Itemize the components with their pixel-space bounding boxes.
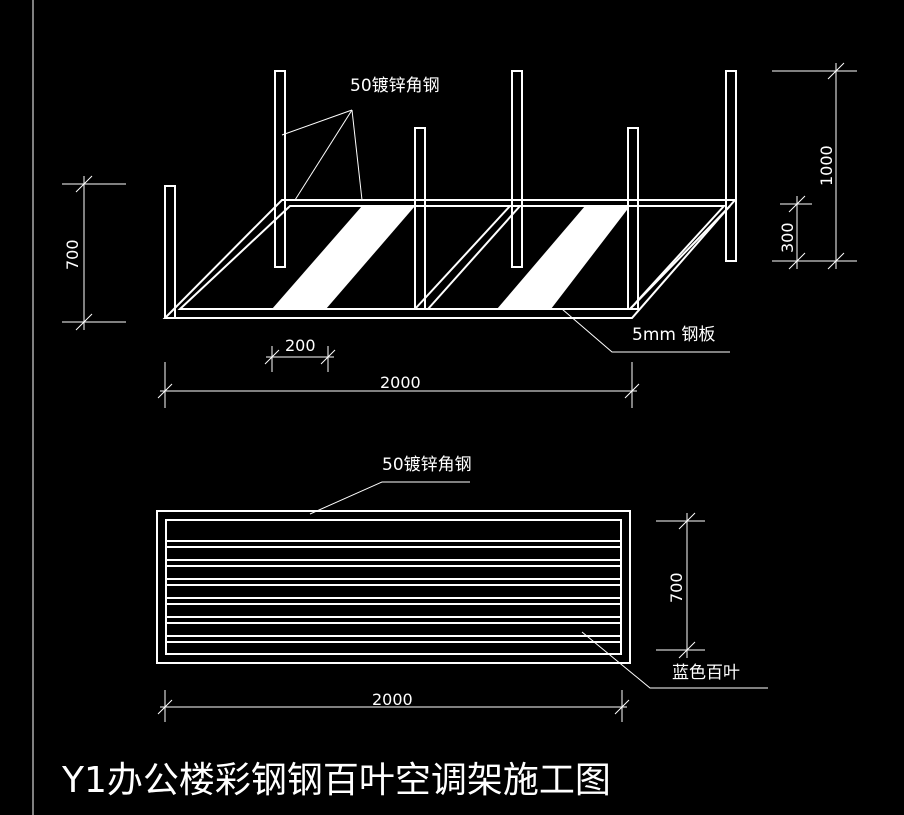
- post-back-left: [274, 70, 286, 268]
- label-angle-steel-bottom: 50镀锌角钢: [382, 455, 472, 475]
- louver-slats: [166, 540, 621, 643]
- leader-louver: [581, 631, 768, 689]
- dim-300: 300: [778, 195, 812, 270]
- leader-angle-2: [294, 109, 353, 201]
- dim-700-bottom-label: 700: [667, 572, 686, 603]
- label-steel-plate: 5mm 钢板: [632, 325, 715, 345]
- leader-angle-1: [281, 109, 353, 136]
- label-angle-steel-top: 50镀锌角钢: [350, 76, 440, 96]
- dim-200: 200: [264, 336, 336, 372]
- frame-inner: [177, 205, 727, 310]
- drawing-title: Y1办公楼彩钢钢百叶空调架施工图: [61, 760, 611, 801]
- dim-700-bottom: 700: [656, 512, 705, 659]
- white-slat-2: [497, 206, 630, 309]
- divider-1: [414, 205, 511, 310]
- dim-1000-label: 1000: [817, 145, 836, 186]
- dim-1000: 1000: [772, 62, 857, 270]
- leader-angle-3: [351, 109, 363, 201]
- plan-inner: [165, 519, 622, 655]
- plan-view: 50镀锌角钢 蓝色百叶 700 2000: [156, 455, 768, 722]
- frame-outer: [162, 199, 738, 319]
- plan-outer: [156, 510, 631, 664]
- leader-angle-bottom: [309, 481, 470, 515]
- post-front-left: [164, 185, 176, 319]
- dim-300-label: 300: [778, 222, 797, 253]
- dim-2000-top: 2000: [157, 362, 640, 408]
- divider-3: [629, 205, 731, 310]
- isometric-frame-view: 50镀锌角钢 5mm 钢板 700 200: [62, 62, 857, 408]
- dim-2000-bottom-label: 2000: [372, 690, 413, 709]
- post-mid-back: [511, 70, 523, 268]
- post-mid-front: [414, 127, 426, 310]
- dim-700-top: 700: [62, 175, 126, 331]
- post-right-front: [627, 127, 639, 310]
- white-slat-1: [272, 206, 415, 309]
- label-louver: 蓝色百叶: [672, 663, 740, 683]
- dim-2000-top-label: 2000: [380, 373, 421, 392]
- dim-200-label: 200: [285, 336, 316, 355]
- post-right-back: [725, 70, 737, 262]
- dim-700-top-label: 700: [63, 239, 82, 270]
- divider-2: [427, 205, 521, 310]
- dim-2000-bottom: 2000: [157, 690, 630, 722]
- leader-steel-plate: [561, 308, 730, 353]
